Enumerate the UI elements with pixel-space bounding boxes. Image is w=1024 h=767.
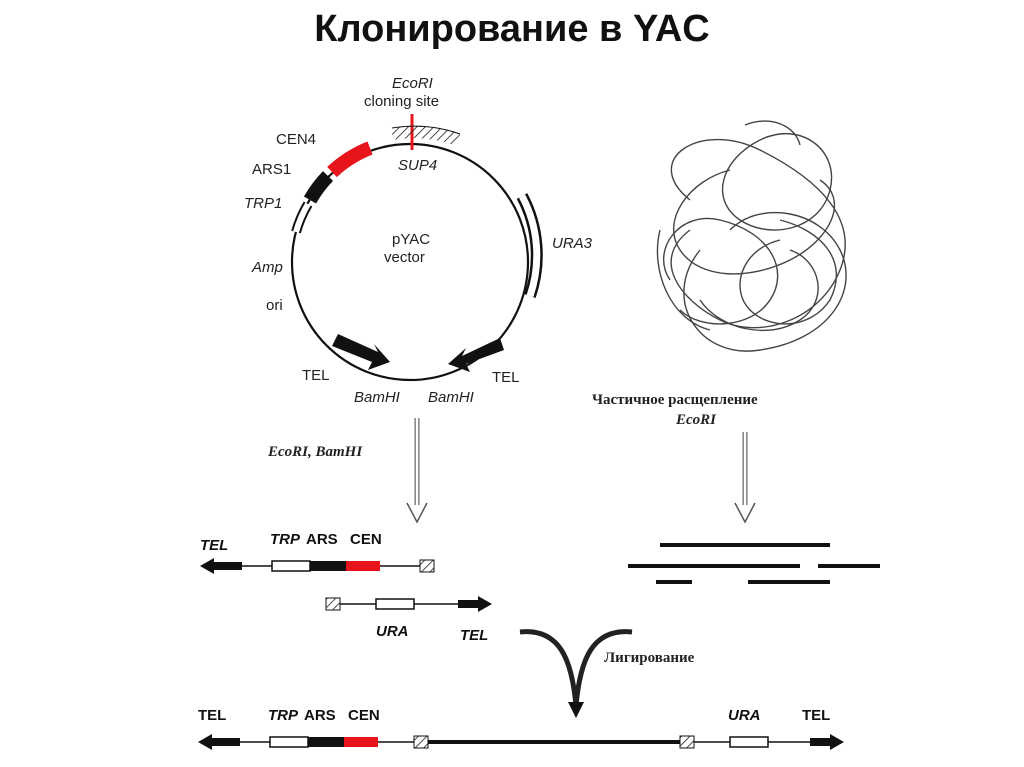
tel-arrow xyxy=(810,734,844,750)
partial-digest-enzyme: EcoRI xyxy=(675,412,717,428)
final-ura-label: URA xyxy=(728,707,761,724)
ars-block xyxy=(310,561,346,571)
right-vector-arm: URA TEL xyxy=(325,596,492,644)
left-vector-arm: TEL TRP ARS CEN xyxy=(200,531,435,574)
ligation-label: Лигирование xyxy=(604,650,695,666)
tel-left-label: TEL xyxy=(302,367,330,384)
arm-left-ars-label: ARS xyxy=(306,531,338,548)
genomic-dna-tangle xyxy=(656,120,847,352)
plasmid-backbone xyxy=(290,142,530,382)
arm-right-ura-label: URA xyxy=(376,623,409,640)
digest-label: EcoRI, BamHI xyxy=(267,444,363,460)
ecori-site-label: EcoRI xyxy=(392,75,433,92)
final-yac-construct: TEL TRP ARS CEN URA TEL xyxy=(198,707,844,750)
tel-arrow xyxy=(458,596,492,612)
page-title: Клонирование в YAC xyxy=(314,8,710,50)
tel-right-label: TEL xyxy=(492,369,520,386)
trp-block xyxy=(271,560,311,572)
bamhi-right-label: BamHI xyxy=(428,389,474,406)
trp-block xyxy=(269,736,309,748)
sup-half-block xyxy=(325,597,341,611)
final-ars-label: ARS xyxy=(304,707,336,724)
cen4-label: CEN4 xyxy=(276,131,316,148)
sup4-label: SUP4 xyxy=(398,157,437,174)
arm-left-tel-label: TEL xyxy=(200,537,228,554)
dna-fragments xyxy=(628,543,880,584)
cloning-site-label: cloning site xyxy=(364,93,439,110)
tel-left-arrow xyxy=(332,334,390,370)
plasmid-vector-label: vector xyxy=(384,249,425,266)
ori-label: ori xyxy=(266,297,283,314)
digest-arrow xyxy=(406,418,428,524)
partial-digest-arrow xyxy=(734,432,756,524)
plasmid-name: pYAC xyxy=(392,231,430,248)
ligation-arrows xyxy=(519,629,633,718)
tel-arrow xyxy=(200,558,242,574)
final-tel-left-label: TEL xyxy=(198,707,226,724)
sup-half-block xyxy=(413,735,429,749)
sup-half-block xyxy=(419,559,435,573)
pyac-plasmid: EcoRI cloning site SUP4 CEN4 ARS1 TRP1 A… xyxy=(244,75,593,406)
cen4-segment xyxy=(327,141,373,178)
tel-right-arrow xyxy=(448,338,504,372)
final-trp-label: TRP xyxy=(268,707,299,724)
bamhi-left-label: BamHI xyxy=(354,389,400,406)
final-tel-right-label: TEL xyxy=(802,707,830,724)
final-cen-label: CEN xyxy=(348,707,380,724)
ars-block xyxy=(308,737,344,747)
sup-half-block xyxy=(679,735,695,749)
trp1-label: TRP1 xyxy=(244,195,282,212)
ars1-segment xyxy=(303,171,334,204)
partial-digest-label: Частичное расщепление xyxy=(592,392,758,408)
arm-left-cen-label: CEN xyxy=(350,531,382,548)
cen-block xyxy=(346,561,380,571)
ars1-label: ARS1 xyxy=(252,161,291,178)
arm-right-tel-label: TEL xyxy=(460,627,488,644)
ura-block xyxy=(375,598,415,610)
arm-left-trp-label: TRP xyxy=(270,531,301,548)
tel-arrow xyxy=(198,734,240,750)
cen-block xyxy=(344,737,378,747)
ura-block xyxy=(729,736,769,748)
sup4-segment xyxy=(391,126,461,146)
amp-label: Amp xyxy=(251,259,283,276)
ura3-label: URA3 xyxy=(552,235,593,252)
